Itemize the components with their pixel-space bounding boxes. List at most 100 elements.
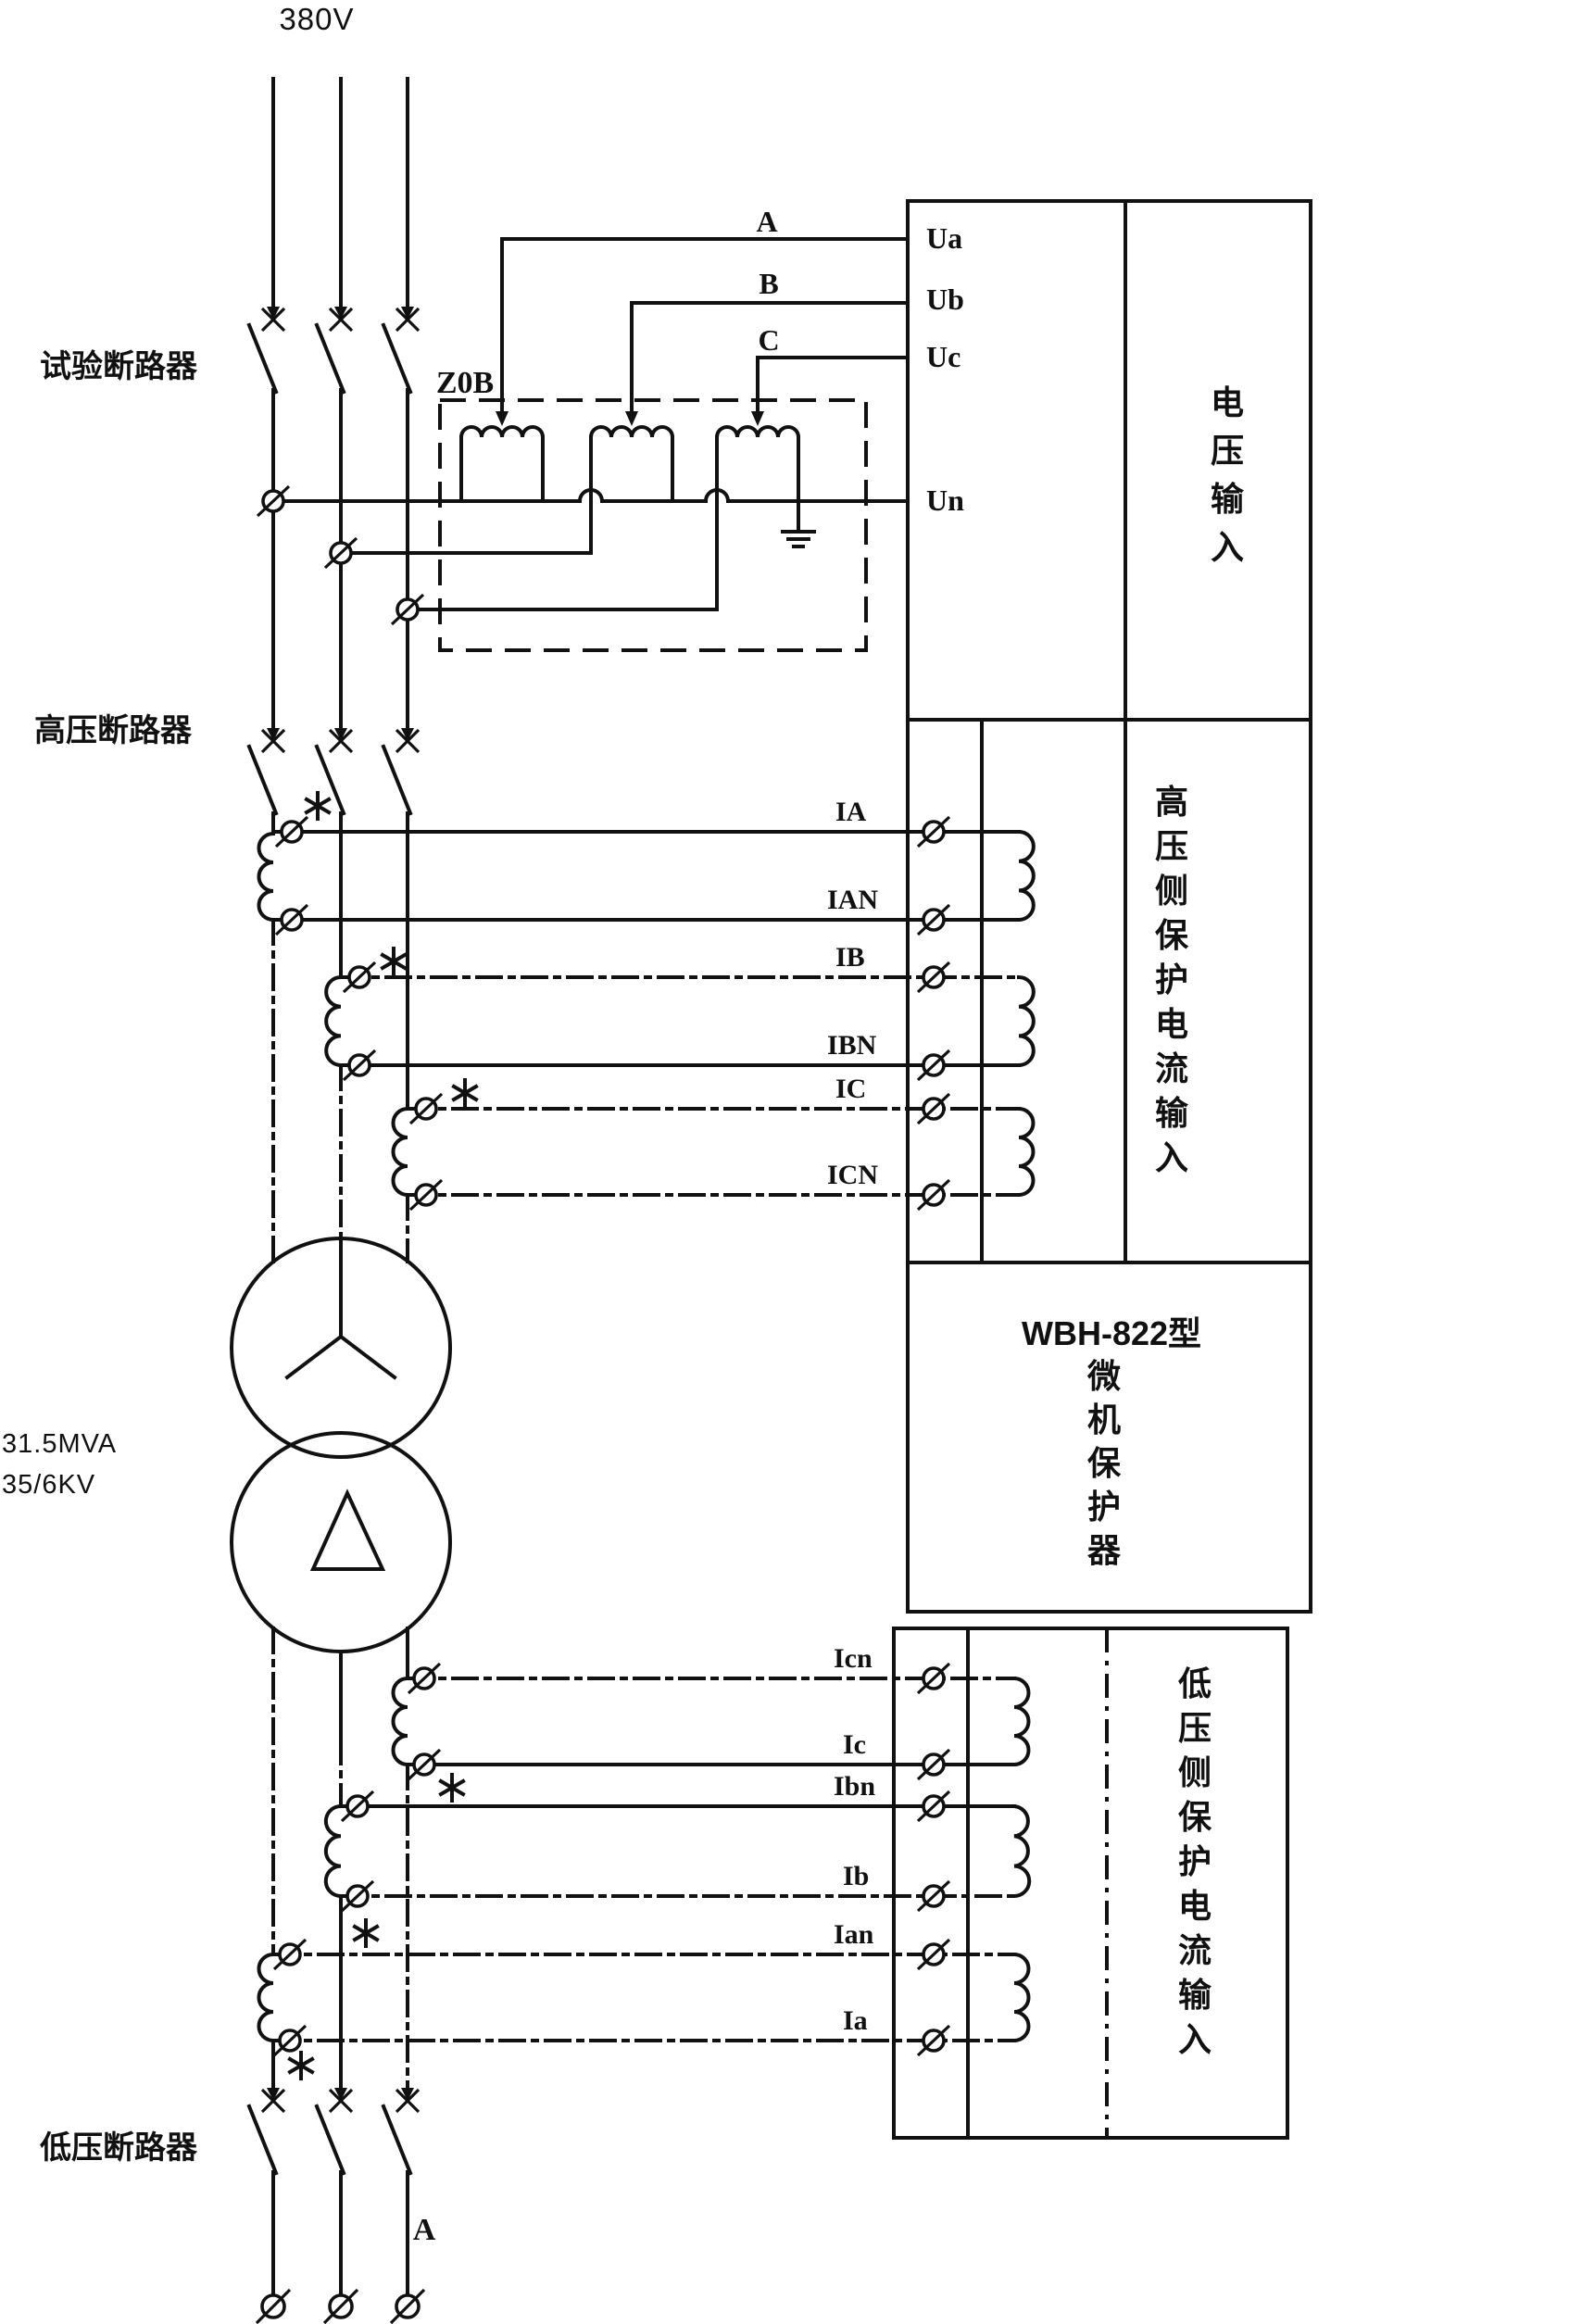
terminal-uc-label: Uc [926, 340, 960, 373]
ibn-label: IBN [827, 1030, 877, 1061]
regulator-winding-a [458, 425, 546, 440]
terminal-plug [916, 1178, 951, 1212]
regulator-winding-c [714, 425, 801, 440]
bottom-phase-a-label: A [413, 2213, 436, 2247]
breaker-pole [381, 728, 421, 816]
breaker-pole [381, 2088, 421, 2176]
phase-b-label: B [759, 267, 778, 300]
ct-tap-plug [407, 1662, 442, 1695]
ct-coil-hv-c [391, 1106, 410, 1198]
regulator-winding-b [588, 425, 675, 440]
hv-breaker-label: 高压断路器 [34, 713, 193, 748]
terminal-plug [916, 1662, 951, 1695]
phase-line-2 [323, 77, 344, 2296]
polarity-star [287, 2051, 315, 2080]
lv-ct-wires [271, 1662, 1032, 2057]
terminal-plug [916, 1049, 951, 1082]
breaker-pole [381, 307, 421, 395]
lv-breaker-label: 低压断路器 [40, 2130, 198, 2166]
relay-coil-hv-a [1016, 829, 1036, 923]
ibn2-label: Ibn [834, 1771, 875, 1802]
terminal-plug [916, 1790, 951, 1823]
ib-label: IB [835, 942, 865, 973]
relay-coil-hv-b [1016, 974, 1036, 1068]
hv-ct-wires [271, 815, 1036, 1212]
test-breaker-label: 试验断路器 [40, 348, 198, 384]
breaker-pole [314, 2088, 354, 2176]
terminal-plug [916, 961, 951, 994]
phase-a-label: A [756, 205, 777, 238]
terminal-un-label: Un [926, 484, 964, 517]
ic-label: IC [835, 1074, 866, 1104]
lv-current-section-title: 低压侧保护电流输入 [1178, 1664, 1212, 2058]
relay-coil-lv-a [1011, 1952, 1031, 2043]
ct-tap-plug [340, 1790, 375, 1823]
regulator-tap-c [390, 593, 425, 626]
ct-polarity-stars-hv [304, 791, 479, 1108]
ct-tap-plug [274, 815, 309, 848]
voltage-regulator-z0b [256, 398, 910, 652]
relay-coil-lv-b [1011, 1803, 1032, 1899]
hv-breaker-symbols [246, 728, 421, 816]
ct-coil-lv-c [391, 1676, 410, 1767]
ian-label: IAN [827, 885, 878, 915]
ct-tap-plug [340, 1879, 375, 1913]
ct-coil-hv-b [324, 974, 344, 1068]
ct-tap-plug [272, 1938, 308, 1971]
wiper-arrow-c [751, 411, 764, 426]
transformer-rating-label: 31.5MVA [2, 1429, 117, 1459]
ia2-label: Ia [843, 2005, 868, 2036]
regulator-tap-a [256, 484, 291, 518]
regulator-tap-b [323, 536, 358, 570]
ct-tap-plug [272, 2024, 308, 2057]
polarity-star [380, 947, 408, 976]
wye-symbol [284, 1334, 397, 1380]
device-name-label: 微机保护器 [1086, 1357, 1122, 1569]
hv-current-section-title: 高压侧保护电流输入 [1155, 783, 1189, 1176]
transformer-hv-winding-circle [230, 1237, 452, 1459]
ct-coil-hv-a [257, 831, 276, 923]
transformer-lv-winding-circle [230, 1431, 452, 1653]
ct-tap-plug [274, 903, 309, 936]
bottom-plug-symbols [255, 2288, 426, 2324]
ct-tap-plug [342, 1049, 377, 1082]
regulator-label: Z0B [436, 366, 494, 400]
ct-tap-plug [342, 961, 377, 994]
wiper-arrow-a [496, 411, 508, 426]
breaker-pole [246, 307, 286, 395]
ia-label: IA [835, 797, 867, 827]
phase-c-label: C [758, 323, 779, 357]
terminal-plug [916, 1879, 951, 1913]
voltage-feed-lines [496, 237, 910, 426]
voltage-input-section-title: 电压输入 [1211, 383, 1245, 566]
source-voltage-label: 380V [279, 2, 354, 36]
polarity-star [352, 1918, 380, 1948]
terminal-plug [916, 1938, 951, 1971]
icn2-label: Icn [834, 1643, 873, 1674]
ct-tap-plug [407, 1748, 442, 1781]
breaker-pole [246, 728, 286, 816]
relay-coil-hv-c [1016, 1106, 1036, 1198]
breaker-pole [246, 2088, 286, 2176]
ct-coil-lv-b [323, 1803, 344, 1899]
terminal-ub-label: Ub [926, 283, 964, 316]
breaker-pole [314, 728, 354, 816]
terminal-plug [916, 903, 951, 936]
test-breaker-symbols [246, 307, 421, 395]
transformer-ratio-label: 35/6KV [2, 1470, 95, 1500]
terminal-ua-label: Ua [926, 221, 962, 255]
ct-polarity-stars-lv [287, 1773, 466, 2080]
device-model-label: WBH-822型 [1022, 1314, 1201, 1352]
power-transformer-symbol [230, 1237, 452, 1653]
terminal-plug [916, 1092, 951, 1125]
terminal-plug [916, 2024, 951, 2057]
phase-line-3 [391, 77, 410, 2296]
ct-coil-lv-a [257, 1952, 276, 2043]
polarity-star [451, 1078, 479, 1108]
icn-label: ICN [827, 1160, 878, 1190]
regulator-dashed-box [438, 398, 868, 652]
lv-current-box [892, 1627, 1289, 2140]
phase-line-1 [257, 77, 276, 2296]
